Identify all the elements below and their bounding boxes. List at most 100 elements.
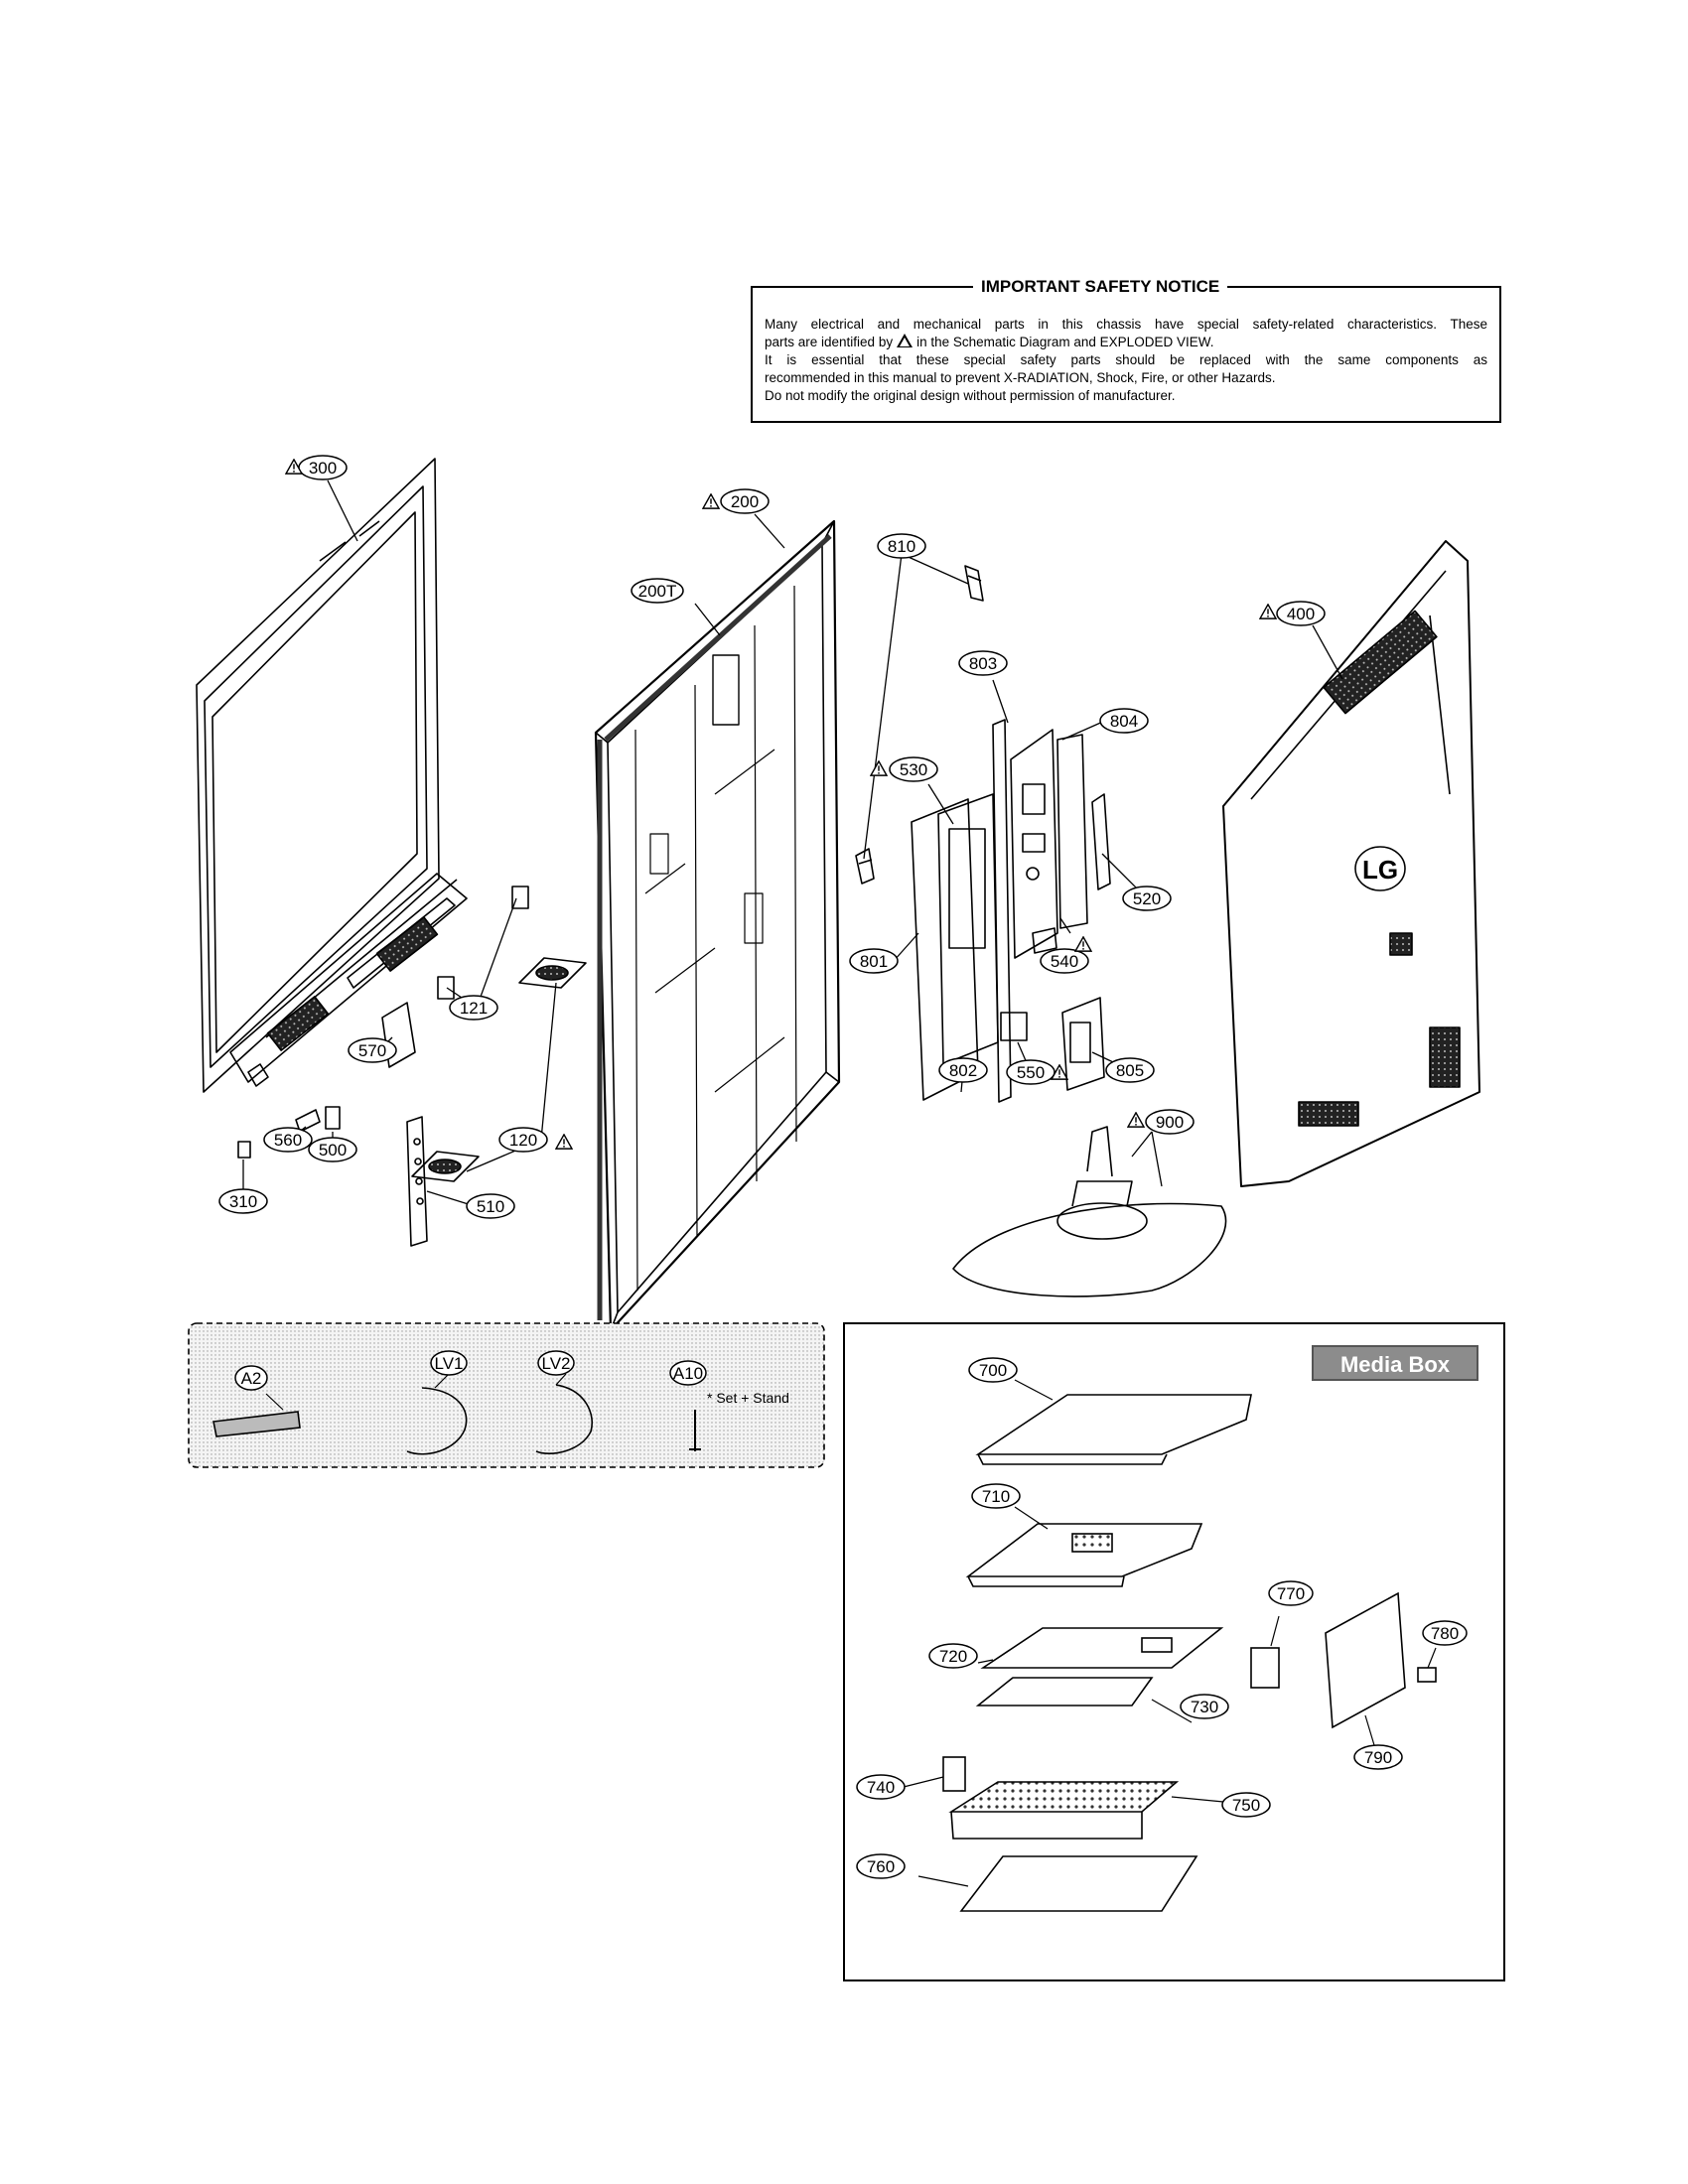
callout-a2: A2 <box>234 1365 268 1391</box>
callout-bubble <box>1099 708 1149 734</box>
callout-label: 770 <box>1277 1584 1305 1603</box>
callout-bubble <box>498 1127 548 1153</box>
callout-bubble <box>889 756 938 782</box>
callout-p802: 802 <box>938 1057 988 1083</box>
parts-drawing: LG <box>196 458 1480 1332</box>
callout-label: 805 <box>1116 1061 1144 1080</box>
notice-line-1: Many electrical and mechanical parts in … <box>765 317 1487 332</box>
callout-bubble <box>466 1193 515 1219</box>
callout-p200: 200 <box>720 488 770 514</box>
callout-bubble <box>537 1350 575 1376</box>
part-780 <box>1417 1667 1437 1683</box>
stand-900 <box>952 1126 1227 1297</box>
side-panel-510 <box>406 1116 428 1247</box>
lg-logo: LG <box>1362 855 1398 885</box>
callout-p300: 300 <box>298 455 348 480</box>
callout-label: LV2 <box>542 1354 571 1373</box>
part-540 <box>1032 927 1057 954</box>
media-box-panel <box>843 1322 1505 1981</box>
front-bezel-300 <box>196 458 468 1093</box>
callout-label: 400 <box>1287 605 1315 623</box>
callout-label: 720 <box>939 1647 967 1666</box>
callout-label: 802 <box>949 1061 977 1080</box>
safety-notice-title: IMPORTANT SAFETY NOTICE <box>973 277 1228 297</box>
callout-bubble <box>720 488 770 514</box>
accessory-panel <box>188 1322 825 1468</box>
notice-line-2a: parts are identified by <box>765 335 894 349</box>
callout-p730: 730 <box>1180 1694 1229 1719</box>
warning-triangle-icon <box>870 760 888 776</box>
callout-label: A10 <box>673 1364 703 1383</box>
part-740 <box>942 1756 966 1792</box>
callout-label: 510 <box>477 1197 504 1216</box>
notice-line-2: parts are identified by in the Schematic … <box>765 334 1487 351</box>
callout-bubble <box>877 533 926 559</box>
leader-lines <box>242 479 1343 1207</box>
callout-label: 730 <box>1191 1698 1218 1716</box>
callout-label: 710 <box>982 1487 1010 1506</box>
callout-bubble <box>631 578 684 604</box>
callout-label: 804 <box>1110 712 1138 731</box>
cover-760 <box>959 1855 1198 1912</box>
callout-label: 803 <box>969 654 997 673</box>
callout-bubble <box>958 650 1008 676</box>
callout-p740: 740 <box>856 1774 906 1800</box>
callout-p540: 540 <box>1040 948 1089 974</box>
callout-p790: 790 <box>1353 1744 1403 1770</box>
warning-triangle-icon <box>702 493 720 509</box>
callout-lv1: LV1 <box>430 1350 468 1376</box>
part-310 <box>237 1141 251 1159</box>
callout-p760: 760 <box>856 1853 906 1879</box>
back-cover-400: LG <box>1222 540 1480 1187</box>
callout-bubble <box>1180 1694 1229 1719</box>
callout-p780: 780 <box>1422 1620 1468 1646</box>
callout-label: 500 <box>319 1141 347 1160</box>
callout-label: 570 <box>358 1041 386 1060</box>
callout-p120: 120 <box>498 1127 548 1153</box>
callout-p500: 500 <box>308 1137 357 1162</box>
board-720 <box>980 1627 1224 1669</box>
media-box-badge: Media Box <box>1312 1345 1478 1381</box>
callout-label: 200T <box>638 582 677 601</box>
part-500 <box>325 1106 341 1130</box>
callout-bubble <box>1422 1620 1468 1646</box>
callout-p750: 750 <box>1221 1792 1271 1818</box>
speakers-120 <box>411 957 587 1182</box>
callout-label: 200 <box>731 492 759 511</box>
callout-p121: 121 <box>449 995 498 1021</box>
callout-label: 900 <box>1156 1113 1184 1132</box>
callout-a10: A10 <box>669 1360 707 1386</box>
notice-line-2b: in the Schematic Diagram and EXPLODED VI… <box>916 335 1214 349</box>
chassis-750 <box>948 1781 1180 1813</box>
shield-530-801 <box>911 793 999 1101</box>
bracket-805 <box>1061 997 1105 1091</box>
callout-label: 700 <box>979 1361 1007 1380</box>
board-803-804 <box>992 719 1088 1103</box>
callout-label: 310 <box>229 1192 257 1211</box>
plate-730 <box>975 1677 1154 1706</box>
callout-p560: 560 <box>263 1127 313 1153</box>
part-121a <box>511 886 529 909</box>
callout-bubble <box>1105 1057 1155 1083</box>
callout-bubble <box>263 1127 313 1153</box>
callout-bubble <box>1276 601 1326 626</box>
cable-lv2 <box>535 1384 593 1454</box>
callout-p710: 710 <box>971 1483 1021 1509</box>
callout-p200t: 200T <box>631 578 684 604</box>
callout-p310: 310 <box>218 1188 268 1214</box>
notice-line-4: recommended in this manual to prevent X-… <box>765 370 1276 385</box>
callout-bubble <box>308 1137 357 1162</box>
callout-bubble <box>348 1037 397 1063</box>
callout-bubble <box>669 1360 707 1386</box>
callout-bubble <box>1145 1109 1195 1135</box>
callout-p805: 805 <box>1105 1057 1155 1083</box>
cover-700 <box>975 1394 1252 1455</box>
set-stand-note: * Set + Stand <box>707 1390 789 1406</box>
callout-label: A2 <box>241 1369 262 1388</box>
callout-bubble <box>218 1188 268 1214</box>
callout-p801: 801 <box>849 948 899 974</box>
callout-label: 520 <box>1133 889 1161 908</box>
bracket-810a <box>964 565 984 602</box>
frame-200 <box>594 519 841 1332</box>
callout-bubble <box>968 1357 1018 1383</box>
